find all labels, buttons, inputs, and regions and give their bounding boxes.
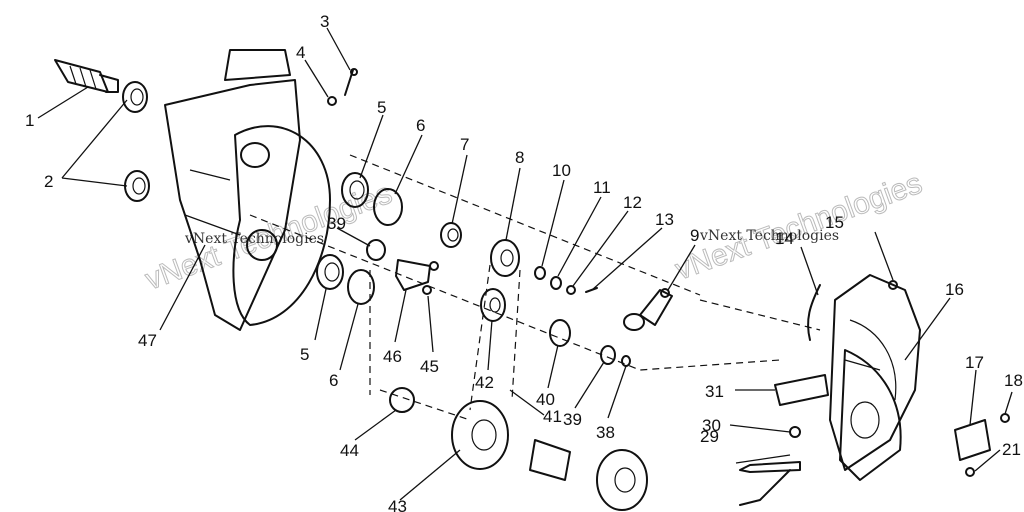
part-labels: 1 2 3 4 5 5 6 6 7 8 9 10 11 12 13 14 15 …: [25, 12, 1023, 512]
part-11-washer: [550, 276, 562, 290]
lower-shaft-parts: [529, 439, 648, 511]
part-6-rings: [347, 188, 403, 305]
label-part-6-top: 6: [416, 116, 425, 135]
watermark: vNext Technologies vNext Technologies vN…: [141, 166, 927, 297]
part-29-lever: [739, 461, 801, 506]
watermark-small-left: vNext Technologies: [184, 231, 324, 247]
part-13-pin: [585, 287, 598, 293]
label-part-43: 43: [388, 497, 407, 512]
part-45-bolt: [422, 285, 432, 295]
label-part-38: 38: [596, 423, 615, 442]
part-14-gasket: [807, 284, 821, 341]
label-part-2: 2: [44, 172, 53, 191]
part-43-gear: [451, 400, 509, 470]
label-part-45: 45: [420, 357, 439, 376]
part-5-bearings: [316, 172, 369, 290]
label-part-29: 29: [700, 427, 719, 446]
part-41-chain: [469, 264, 521, 411]
part-30-bolt: [789, 426, 801, 438]
label-part-11: 11: [593, 178, 611, 197]
label-part-47: 47: [138, 331, 157, 350]
part-8-sprocket: [490, 239, 520, 277]
label-part-18: 18: [1004, 371, 1023, 390]
part-42-sprocket: [480, 288, 506, 322]
part-39-washer-left: [366, 239, 386, 261]
label-part-16: 16: [945, 280, 964, 299]
label-part-13: 13: [655, 210, 674, 229]
part-46-key: [395, 259, 439, 291]
label-part-10: 10: [552, 161, 571, 180]
label-part-12: 12: [623, 193, 642, 212]
label-part-6-bottom: 6: [329, 371, 338, 390]
label-part-9: 9: [690, 226, 699, 245]
watermark-small-right: vNext Technologies: [699, 228, 839, 244]
label-part-30: 30: [702, 416, 721, 435]
part-12-nut: [566, 285, 576, 295]
part-1-input-shaft: [54, 59, 119, 93]
label-part-7: 7: [460, 135, 469, 154]
part-2-seals: [122, 81, 150, 202]
part-16-right-housing: [829, 274, 921, 481]
part-4-pin: [327, 96, 337, 106]
label-part-42: 42: [475, 373, 494, 392]
part-17-cover-plate: [954, 419, 991, 461]
leader-lines: [37, 27, 1013, 501]
part-9-shift-arm: [623, 288, 673, 331]
label-part-39-left: 39: [327, 214, 346, 233]
part-31-shaft: [774, 374, 829, 406]
label-part-17: 17: [965, 353, 984, 372]
part-44-ring: [389, 387, 415, 413]
label-part-31: 31: [705, 382, 724, 401]
label-part-44: 44: [340, 441, 359, 460]
part-21-screw: [965, 467, 975, 477]
assembly-centerlines: [249, 154, 821, 421]
label-part-15: 15: [825, 213, 844, 232]
part-47-left-housing: [164, 49, 331, 331]
label-part-21: 21: [1002, 440, 1021, 459]
part-15-screw: [888, 280, 898, 290]
part-3-bolt: [344, 68, 358, 96]
label-part-46: 46: [383, 347, 402, 366]
part-10-washer: [534, 266, 546, 280]
label-part-5-bottom: 5: [300, 345, 309, 364]
label-part-5-top: 5: [377, 98, 386, 117]
part-18-screw: [1000, 413, 1010, 423]
part-7-bushing: [440, 222, 462, 248]
label-part-14: 14: [775, 229, 794, 248]
label-part-40: 40: [536, 390, 555, 409]
label-part-41: 41: [543, 407, 562, 426]
label-part-3: 3: [320, 12, 329, 31]
part-40-gear: [549, 319, 571, 347]
label-part-8: 8: [515, 148, 524, 167]
label-part-1: 1: [25, 111, 34, 130]
label-part-39-right: 39: [563, 410, 582, 429]
label-part-4: 4: [296, 43, 305, 62]
part-38-ring: [621, 355, 631, 367]
part-39-washer-right: [600, 345, 616, 365]
